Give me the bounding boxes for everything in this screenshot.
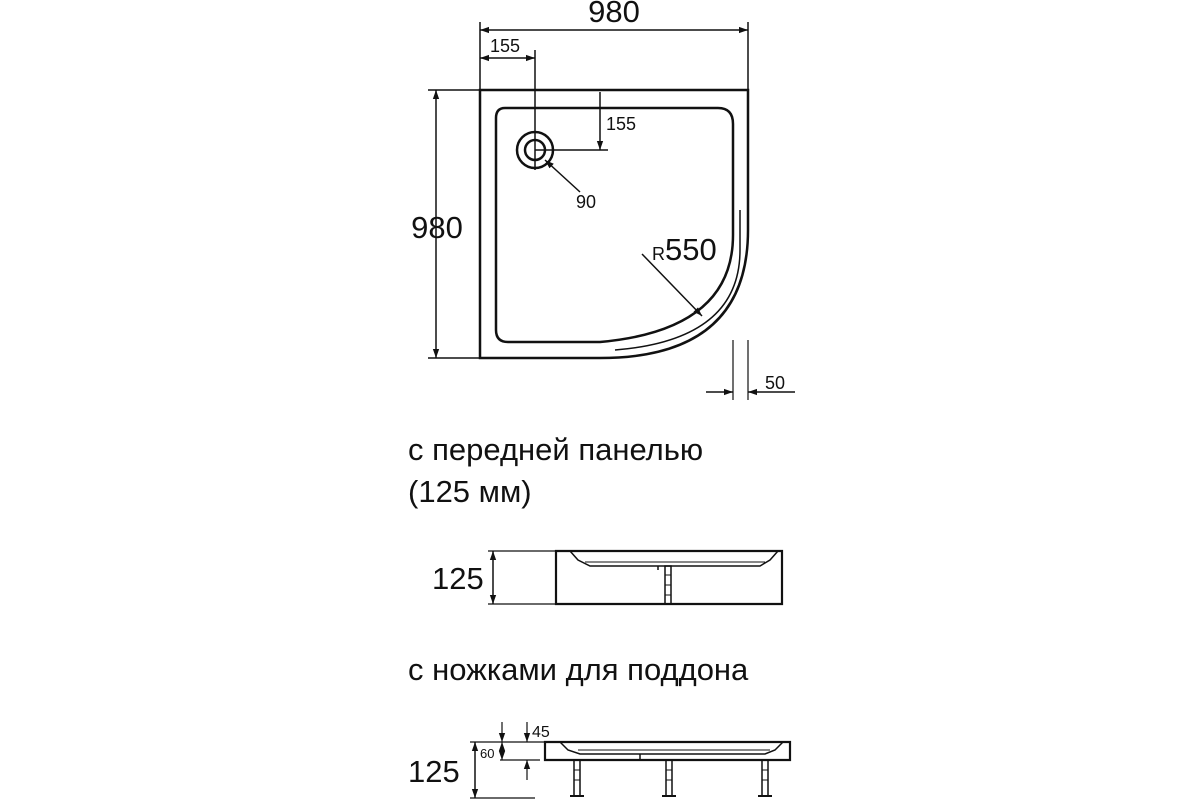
front-panel-basin-profile xyxy=(569,550,779,567)
legs-total-height-label: 125 xyxy=(408,754,460,789)
front-panel-height-label: 125 xyxy=(432,561,484,596)
radius-leader xyxy=(641,253,703,317)
tray-outer-outline xyxy=(478,88,750,360)
front-panel-side-view xyxy=(488,549,784,606)
legs-side-view xyxy=(470,722,792,799)
legs-tray-basin-profile xyxy=(559,741,784,755)
tray-leg-left xyxy=(570,759,584,797)
front-apron-line xyxy=(614,210,741,351)
radius-prefix: R xyxy=(652,244,665,264)
rim-label: 50 xyxy=(765,373,785,393)
top-width-label: 980 xyxy=(588,0,640,29)
legs-tray-body xyxy=(543,740,792,762)
drain-diameter-label: 90 xyxy=(576,192,596,212)
front-panel-caption-line2: (125 мм) xyxy=(408,474,532,509)
tray-leg-middle xyxy=(662,759,676,797)
drain-diameter-leader xyxy=(544,159,581,193)
front-panel-body xyxy=(554,549,784,606)
front-panel-caption-line1: с передней панелью xyxy=(408,432,704,467)
legs-mid-label: 60 xyxy=(480,746,494,761)
left-height-label: 980 xyxy=(411,210,463,245)
plan-view xyxy=(428,22,795,400)
drain-offset-x-label: 155 xyxy=(490,36,520,56)
radius-value: 550 xyxy=(665,232,717,267)
legs-top-label: 45 xyxy=(532,724,550,741)
tray-leg-right xyxy=(758,759,772,797)
legs-caption: с ножками для поддона xyxy=(408,652,749,687)
tray-inner-outline xyxy=(494,106,735,344)
radius-label: R550 xyxy=(652,232,717,267)
drain-offset-y-label: 155 xyxy=(606,114,636,134)
